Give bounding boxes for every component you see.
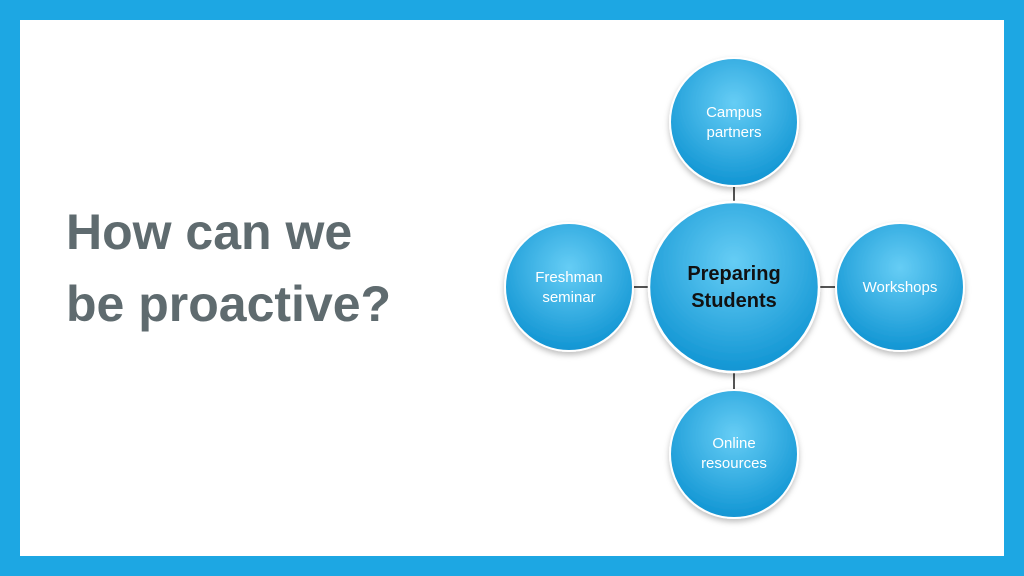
node-preparing-students: Preparing Students xyxy=(647,200,821,374)
node-online-resources: Online resources xyxy=(669,389,799,519)
title-line-2: be proactive? xyxy=(66,276,392,332)
node-online-resources-line1: Online xyxy=(712,435,755,452)
center-label-line1: Preparing xyxy=(687,263,780,285)
slide-title: How can we be proactive? xyxy=(66,196,486,340)
node-freshman-seminar: Freshman seminar xyxy=(504,222,634,352)
node-campus-partners-line1: Campus xyxy=(706,104,762,121)
node-freshman-seminar-line2: seminar xyxy=(542,289,595,306)
node-campus-partners: Campus partners xyxy=(669,57,799,187)
node-workshops: Workshops xyxy=(835,222,965,352)
node-workshops-label: Workshops xyxy=(863,279,938,296)
node-campus-partners-line2: partners xyxy=(706,124,761,141)
node-online-resources-line2: resources xyxy=(701,455,767,472)
title-line-1: How can we xyxy=(66,204,353,260)
center-label-line2: Students xyxy=(691,290,777,312)
node-freshman-seminar-line1: Freshman xyxy=(535,269,603,286)
